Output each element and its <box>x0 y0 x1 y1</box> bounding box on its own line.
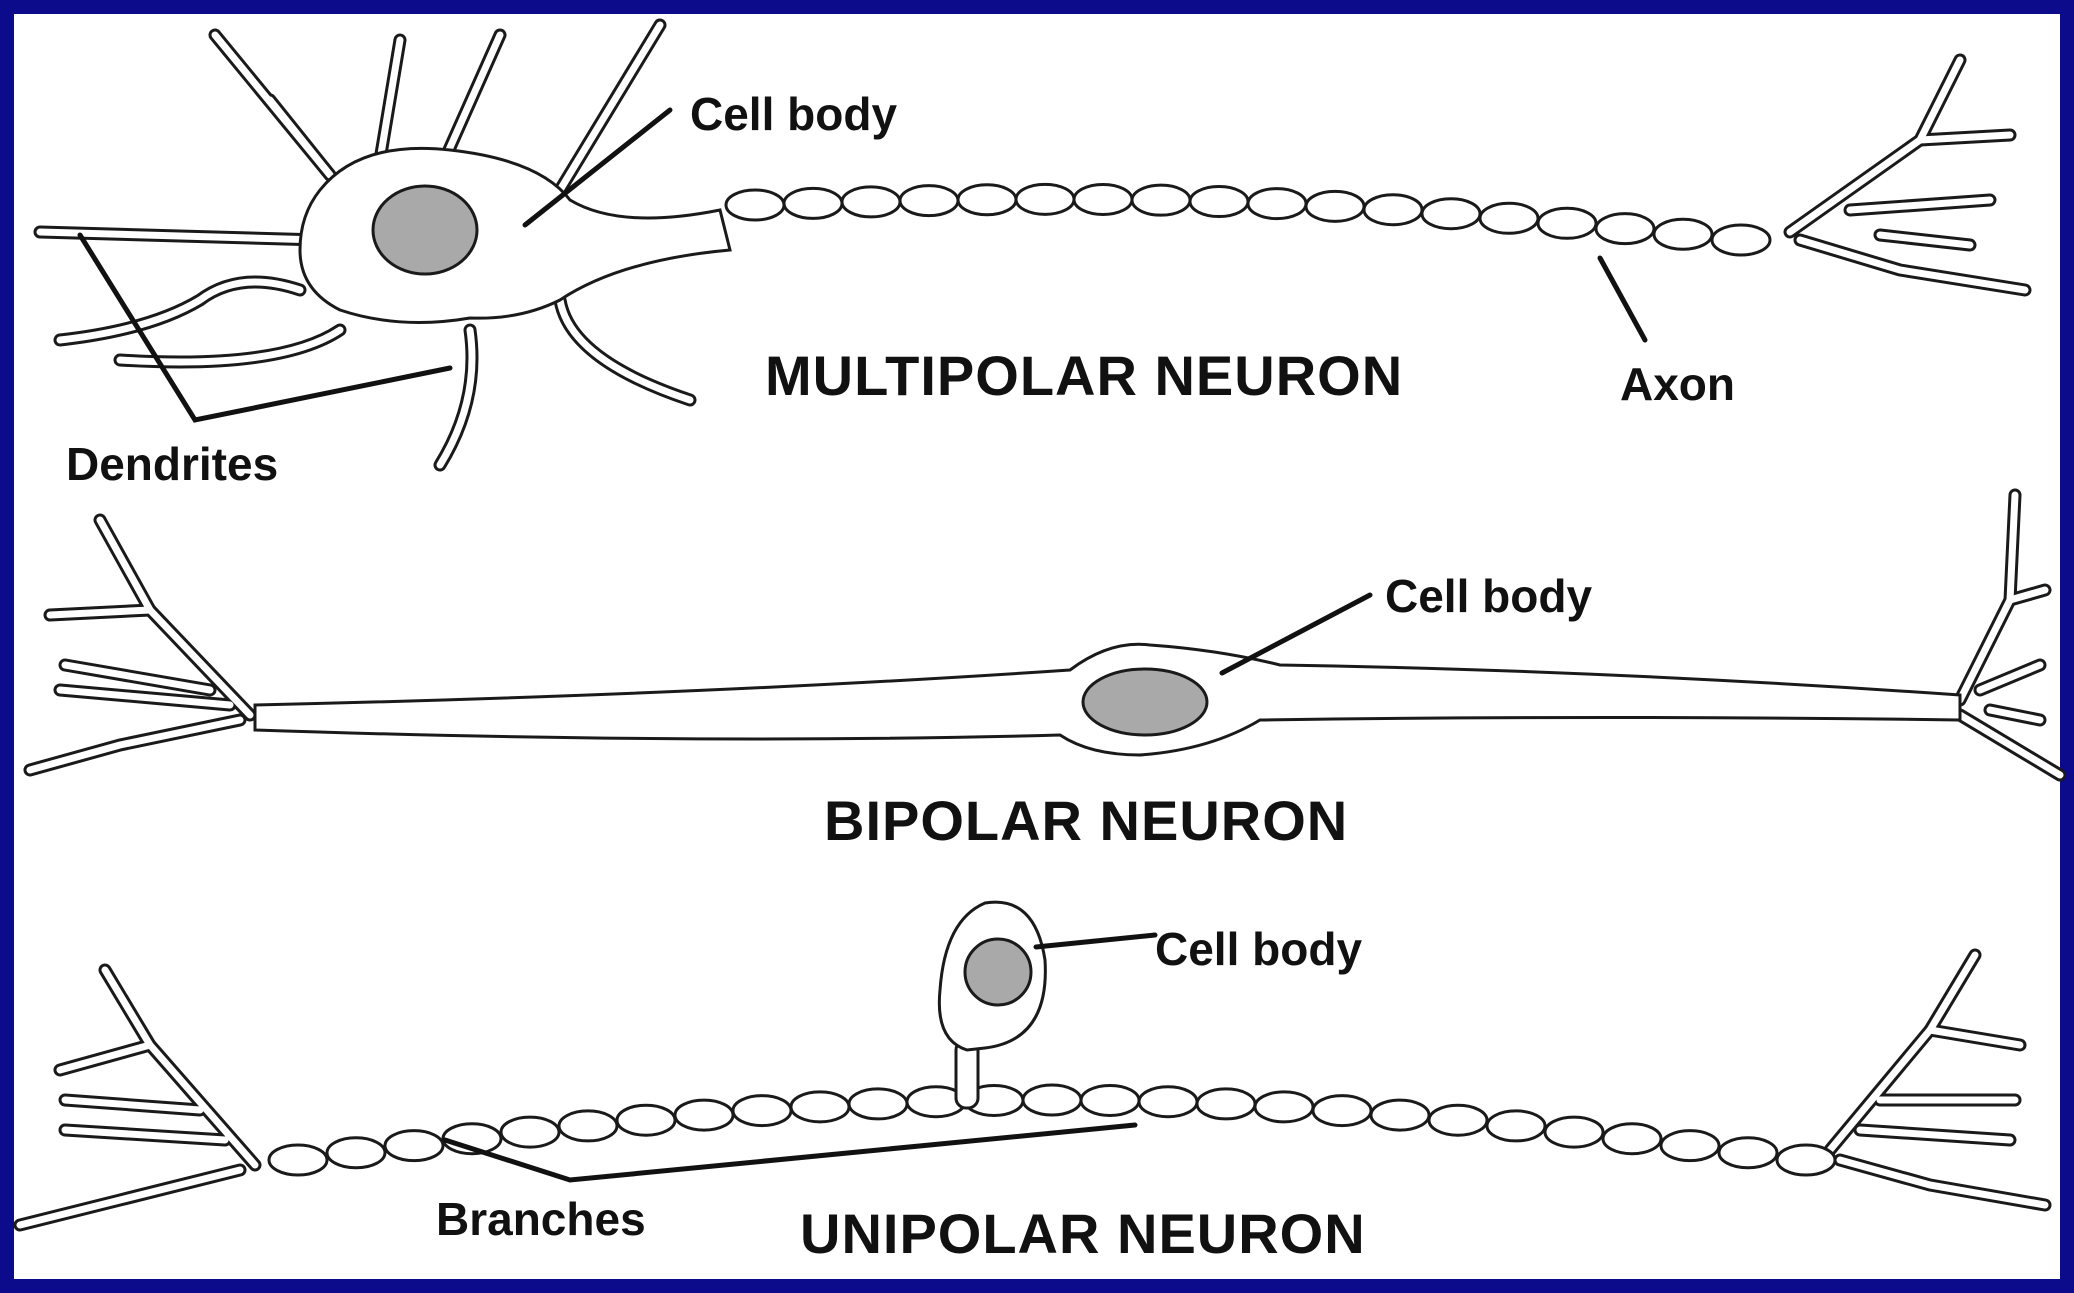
unipolar-myelin-segment <box>1543 1115 1605 1149</box>
unipolar-myelin-segment <box>1311 1094 1373 1128</box>
multipolar-cell-body-leader <box>522 107 673 228</box>
multipolar-myelin-segment <box>1304 189 1366 223</box>
unipolar-myelin-segment <box>1717 1136 1779 1170</box>
unipolar-myelin-segment <box>1485 1109 1547 1143</box>
unipolar-myelin-segment <box>1195 1087 1257 1121</box>
multipolar-myelin-segment <box>840 185 902 219</box>
multipolar-myelin-segment <box>1130 183 1192 217</box>
bipolar-neuron: Cell body BIPOLAR NEURON <box>23 488 2067 852</box>
multipolar-myelin-segment <box>1478 201 1540 235</box>
unipolar-myelin-segment <box>499 1115 561 1149</box>
multipolar-dendrites-label: Dendrites <box>66 438 278 490</box>
unipolar-myelin-segment <box>1775 1143 1837 1177</box>
multipolar-dendrites <box>33 18 697 472</box>
multipolar-myelin-segment <box>956 183 1018 217</box>
bipolar-right-dendrites <box>1953 488 2067 782</box>
multipolar-axon-leader <box>1597 255 1648 343</box>
multipolar-nucleus <box>371 184 479 276</box>
unipolar-myelin-segment <box>1427 1103 1489 1137</box>
unipolar-myelin-segment <box>1601 1122 1663 1156</box>
multipolar-axon-terminal <box>1783 53 2032 297</box>
multipolar-axon <box>724 182 1772 257</box>
unipolar-myelin-segment <box>1253 1090 1315 1124</box>
multipolar-axon-label: Axon <box>1620 358 1735 410</box>
multipolar-myelin-segment <box>1014 182 1076 216</box>
multipolar-cell-body-label: Cell body <box>690 88 897 140</box>
multipolar-myelin-segment <box>1652 217 1714 251</box>
multipolar-myelin-segment <box>1536 206 1598 240</box>
unipolar-myelin-segment <box>1137 1085 1199 1119</box>
multipolar-myelin-segment <box>898 184 960 218</box>
multipolar-myelin-segment <box>1362 193 1424 227</box>
multipolar-neuron: Cell body Dendrites Axon MULTIPOLAR NEUR… <box>33 18 2032 490</box>
unipolar-myelin-segment <box>267 1143 329 1177</box>
multipolar-myelin-segment <box>1188 185 1250 219</box>
unipolar-cell-body-leader <box>1033 932 1158 950</box>
bipolar-nucleus <box>1081 667 1209 737</box>
multipolar-myelin-segment <box>1246 187 1308 221</box>
unipolar-myelin-segment <box>847 1087 909 1121</box>
unipolar-myelin-segment <box>789 1090 851 1124</box>
multipolar-myelin-segment <box>1710 223 1772 257</box>
unipolar-myelin-segment <box>615 1103 677 1137</box>
unipolar-branches-label: Branches <box>436 1193 646 1245</box>
unipolar-nucleus <box>963 937 1033 1007</box>
multipolar-dendrites-leader <box>77 232 453 423</box>
multipolar-myelin-segment <box>1594 212 1656 246</box>
multipolar-myelin-segment <box>782 186 844 220</box>
bipolar-cell-body-label: Cell body <box>1385 570 1592 622</box>
unipolar-branches-leader <box>442 1122 1138 1183</box>
bipolar-left-dendrites <box>23 513 257 777</box>
multipolar-title: MULTIPOLAR NEURON <box>765 344 1403 407</box>
unipolar-myelin-segment <box>1369 1098 1431 1132</box>
unipolar-cell-body-label: Cell body <box>1155 923 1362 975</box>
unipolar-axon <box>267 1083 1837 1177</box>
unipolar-myelin-segment <box>673 1098 735 1132</box>
multipolar-myelin-segment <box>1420 197 1482 231</box>
unipolar-myelin-segment <box>1659 1129 1721 1163</box>
unipolar-myelin-segment <box>1079 1083 1141 1117</box>
bipolar-title: BIPOLAR NEURON <box>824 789 1348 852</box>
unipolar-myelin-segment <box>731 1094 793 1128</box>
unipolar-myelin-segment <box>383 1129 445 1163</box>
unipolar-myelin-segment <box>325 1136 387 1170</box>
unipolar-myelin-segment <box>1021 1083 1083 1117</box>
multipolar-myelin-segment <box>1072 182 1134 216</box>
unipolar-neuron: Cell body Branches UNIPOLAR NEURON <box>13 900 2052 1265</box>
multipolar-myelin-segment <box>724 188 786 222</box>
unipolar-right-dendrites <box>1823 948 2052 1212</box>
unipolar-left-dendrites <box>13 963 262 1232</box>
unipolar-myelin-segment <box>557 1109 619 1143</box>
unipolar-title: UNIPOLAR NEURON <box>800 1202 1366 1265</box>
bipolar-cell-body-leader <box>1219 592 1373 676</box>
